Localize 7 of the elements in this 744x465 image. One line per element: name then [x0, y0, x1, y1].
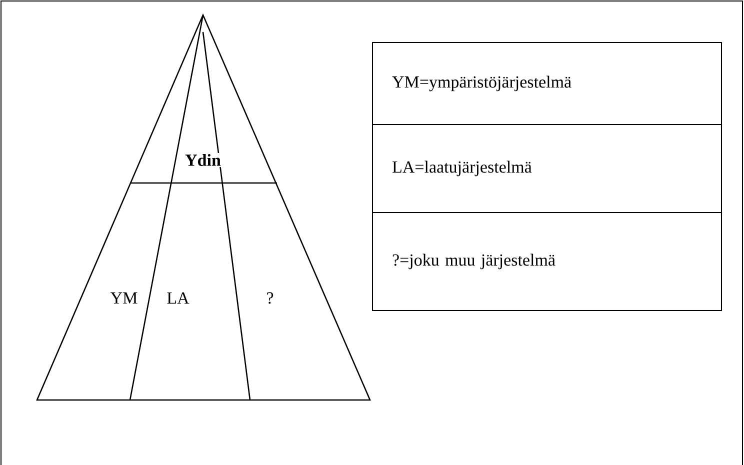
segment-label: YM: [110, 292, 138, 304]
legend-row: YM=ympäristöjärjestelmä: [372, 42, 722, 125]
core-label: Ydin: [184, 153, 222, 167]
segment-label: LA: [167, 292, 190, 304]
legend-row: ?=joku muu järjestelmä: [372, 212, 722, 311]
legend-row: LA=laatujärjestelmä: [372, 124, 722, 213]
segment-label: ?: [267, 292, 274, 304]
